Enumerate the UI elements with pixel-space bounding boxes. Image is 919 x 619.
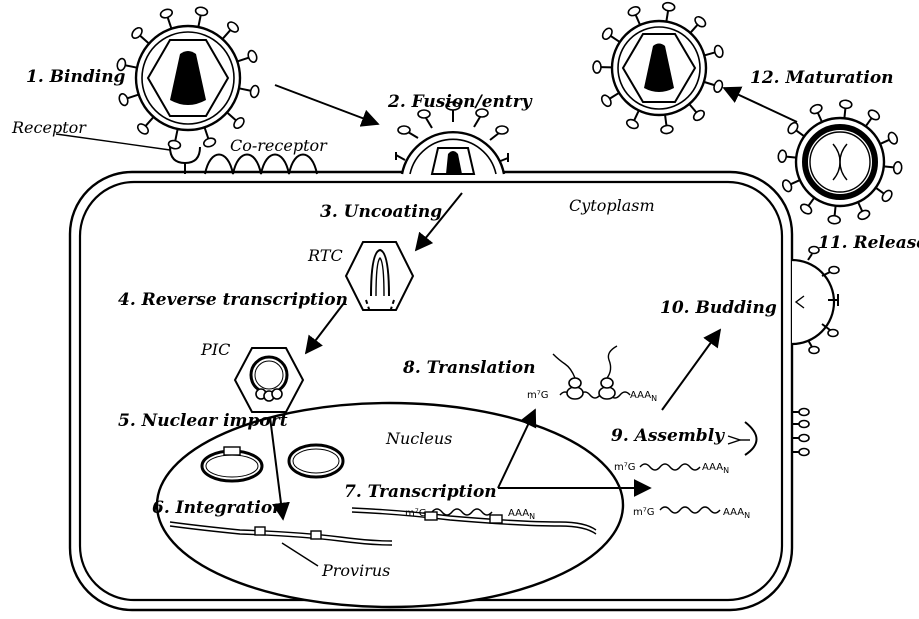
envelope-spike bbox=[636, 15, 640, 25]
envelope-spike bbox=[205, 127, 209, 138]
envelope-spike bbox=[666, 11, 668, 22]
envelope-spike bbox=[237, 58, 248, 62]
envelope-spike bbox=[239, 88, 251, 90]
receptor-label: Receptor bbox=[11, 118, 87, 137]
envelope-spike-head bbox=[893, 161, 902, 174]
envelope-spike bbox=[704, 82, 715, 85]
envelope-spike-head bbox=[159, 8, 173, 19]
envelope-spike bbox=[198, 15, 200, 27]
envelope-spike bbox=[791, 180, 800, 184]
budding-virion bbox=[792, 247, 839, 354]
envelope-spike-head bbox=[662, 2, 675, 12]
mrna-cap-label: m⁷G bbox=[633, 507, 655, 518]
mrna-cap-label: m⁷G bbox=[527, 390, 549, 401]
envelope-spike-head bbox=[627, 5, 641, 17]
envelope-spike bbox=[818, 113, 822, 122]
envelope-spike bbox=[611, 36, 620, 42]
envelope-spike bbox=[168, 17, 172, 28]
step-reverse-transcription-label: 4. Reverse transcription bbox=[118, 290, 348, 310]
envelope-spike-head bbox=[250, 85, 260, 98]
envelope-spike bbox=[665, 115, 666, 126]
mrna-cap-label: m⁷G bbox=[405, 508, 427, 519]
nucleus-label: Nucleus bbox=[385, 429, 452, 448]
step-integration-label: 6. Integration bbox=[152, 498, 285, 518]
envelope-spike-head bbox=[247, 49, 258, 63]
cytoplasm-label: Cytoplasm bbox=[569, 196, 655, 215]
envelope-spike-head bbox=[857, 209, 871, 221]
envelope-spike bbox=[689, 104, 696, 112]
envelope-spike bbox=[808, 198, 814, 206]
envelope-spike bbox=[146, 117, 154, 126]
rtc-label: RTC bbox=[307, 246, 343, 265]
envelope-spike bbox=[880, 140, 889, 144]
envelope-spike bbox=[227, 112, 236, 120]
envelope-spike bbox=[125, 65, 137, 67]
envelope-spike bbox=[610, 93, 619, 99]
envelope-spike bbox=[858, 202, 862, 211]
envelope-spike bbox=[140, 36, 149, 44]
virion-fusion bbox=[396, 102, 508, 174]
envelope-spike bbox=[884, 166, 894, 167]
envelope-spike-head bbox=[786, 121, 800, 135]
envelope-spike-head bbox=[839, 100, 852, 109]
receptor bbox=[170, 147, 200, 174]
virion-immature bbox=[778, 100, 903, 225]
envelope-spike-head bbox=[195, 6, 208, 16]
step-binding-label: 1. Binding bbox=[26, 67, 126, 87]
envelope-spike-head bbox=[600, 94, 613, 108]
envelope-spike bbox=[704, 52, 715, 55]
envelope-spike bbox=[690, 25, 697, 33]
envelope-spike-head bbox=[867, 108, 881, 122]
step-budding-label: 10. Budding bbox=[660, 298, 777, 318]
envelope-spike bbox=[175, 129, 177, 141]
mrna-cap-label: m⁷G bbox=[614, 462, 636, 473]
envelope-spike-head bbox=[778, 150, 787, 163]
envelope-spike-head bbox=[880, 189, 894, 203]
envelope-spike-head bbox=[887, 131, 899, 145]
envelope-spike bbox=[634, 110, 639, 120]
envelope-spike-head bbox=[593, 61, 601, 73]
envelope-spike-head bbox=[781, 179, 793, 193]
envelope-spike bbox=[844, 108, 845, 118]
envelope-spike bbox=[835, 206, 836, 216]
provirus-label: Provirus bbox=[321, 561, 390, 580]
envelope-spike-head bbox=[809, 103, 823, 115]
envelope-spike-head bbox=[799, 202, 813, 216]
envelope-spike bbox=[786, 157, 796, 158]
envelope-spike bbox=[222, 30, 230, 39]
envelope-spike-head bbox=[713, 79, 724, 93]
coreceptor-label: Co-receptor bbox=[230, 136, 328, 155]
step-nuclear-import-label: 5. Nuclear import bbox=[118, 411, 288, 431]
step-uncoating-label: 3. Uncoating bbox=[320, 202, 442, 222]
step-maturation-label: 12. Maturation bbox=[750, 68, 894, 88]
virion-binding bbox=[116, 6, 260, 150]
arrow-binding-to-fusion bbox=[275, 85, 378, 124]
step-assembly-label: 9. Assembly bbox=[611, 426, 725, 446]
envelope-spike bbox=[866, 118, 872, 126]
step-translation-label: 8. Translation bbox=[402, 358, 535, 378]
envelope-spike bbox=[876, 188, 884, 194]
envelope-spike-head bbox=[118, 93, 129, 107]
arrow-maturation bbox=[724, 88, 797, 122]
step-release-label: 11. Release bbox=[818, 233, 919, 253]
envelope-spike-head bbox=[660, 125, 673, 134]
envelope-spike bbox=[127, 95, 138, 99]
envelope-spike-head bbox=[601, 27, 614, 41]
envelope-spike-head bbox=[203, 137, 217, 148]
pic-label: PIC bbox=[200, 340, 230, 359]
virion-mature bbox=[593, 2, 724, 134]
envelope-spike-head bbox=[828, 215, 841, 224]
envelope-spike-head bbox=[713, 45, 724, 59]
step-fusion-label: 2. Fusion/entry bbox=[387, 92, 533, 112]
envelope-spike-head bbox=[625, 118, 639, 130]
step-transcription-label: 7. Transcription bbox=[344, 482, 497, 502]
envelope-spike bbox=[796, 130, 804, 136]
